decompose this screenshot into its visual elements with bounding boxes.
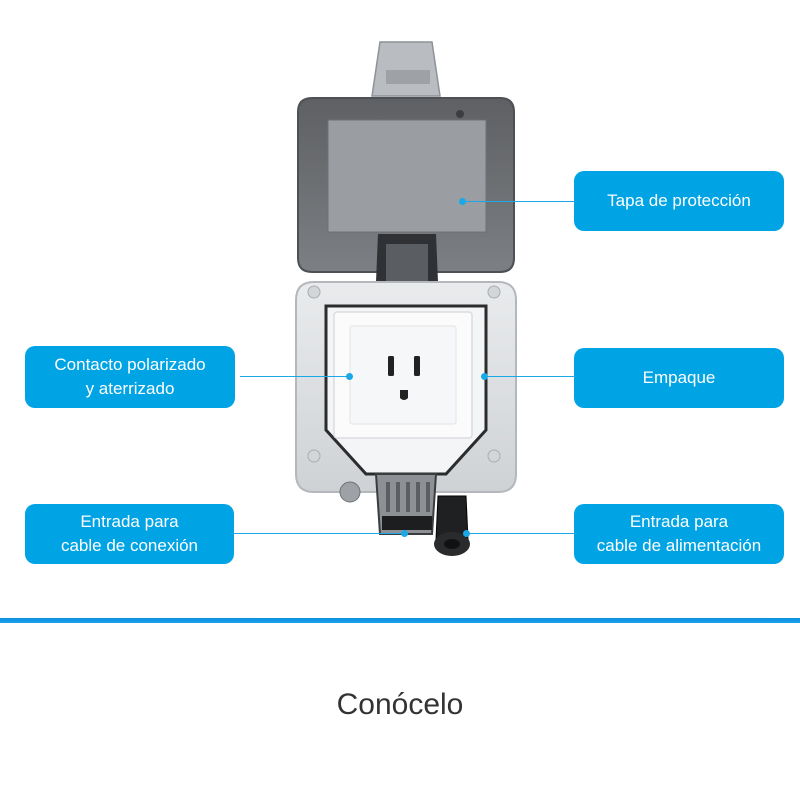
product-diagram: Tapa de protección Contacto polarizado y… [25,41,784,564]
connector-dot-connection [401,530,408,537]
lid-inner [327,119,487,233]
connector-dot-outlet [346,373,353,380]
callout-polarized-outlet: Contacto polarizado y aterrizado [25,346,235,408]
callout-power-input-line2: cable de alimentación [596,536,762,555]
outdoor-outlet-illustration [295,41,517,556]
connector-gasket [484,376,574,377]
callout-connection-input-line1: Entrada para [80,512,179,531]
callout-polarized-outlet-line1: Contacto polarizado [54,355,206,374]
connector-cover [462,201,574,202]
callout-connection-input: Entrada para cable de conexión [25,504,234,564]
connector-outlet [240,376,350,377]
section-title: Conócelo [336,688,464,721]
callout-protective-cover-text: Tapa de protección [607,191,751,210]
connector-connection [234,533,404,534]
callout-protective-cover: Tapa de protección [574,171,784,231]
section-divider [0,618,800,623]
connector-dot-gasket [481,373,488,380]
callout-polarized-outlet-line2: y aterrizado [85,379,175,398]
connector-dot-power [463,530,470,537]
connector-power [466,533,574,534]
callout-power-input: Entrada para cable de alimentación [574,504,784,564]
callout-connection-input-line2: cable de conexión [60,536,199,555]
latch-top [371,41,441,97]
callout-gasket-text: Empaque [642,368,716,387]
connector-dot-cover [459,198,466,205]
callout-power-input-line1: Entrada para [629,512,729,531]
callout-gasket: Empaque [574,348,784,408]
